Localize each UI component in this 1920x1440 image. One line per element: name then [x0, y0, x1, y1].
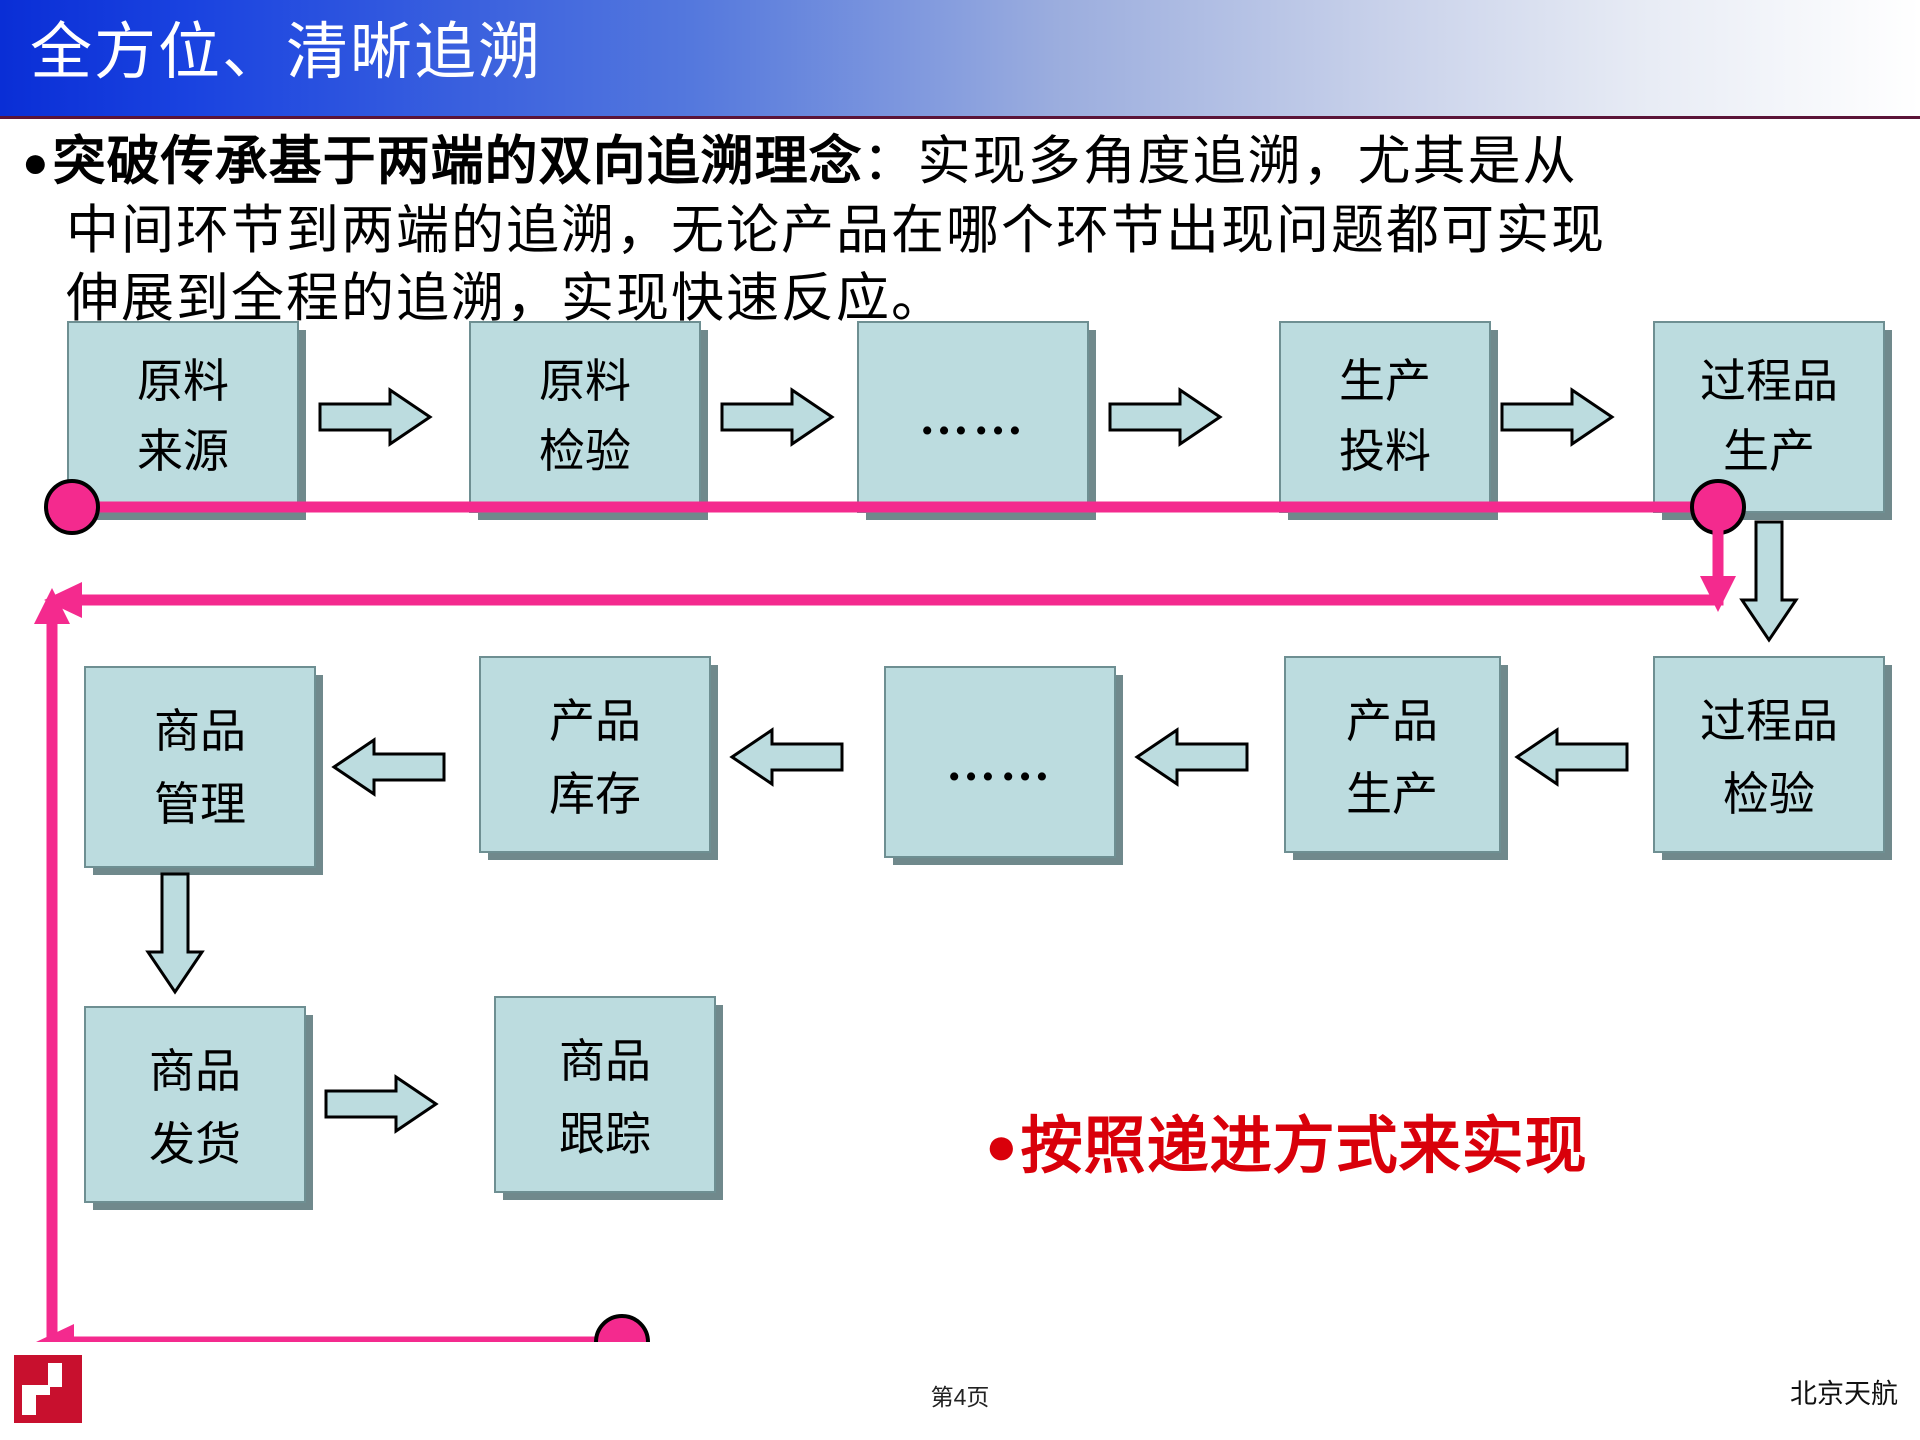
callout-note: ●按照递进方式来实现	[985, 1110, 1588, 1183]
flow-box-raw-material-inspection[interactable]: 原料 检验	[469, 321, 708, 520]
paragraph-line-3: 伸展到全程的追溯，实现快速反应。	[66, 270, 946, 328]
flow-arrow-left	[1515, 728, 1629, 786]
title-divider	[0, 116, 1920, 119]
flow-box-label: 产品	[549, 696, 641, 747]
flow-box-label: 过程品	[1700, 356, 1838, 407]
paragraph-line-1-strong: 突破传承基于两端的双向追溯理念	[52, 133, 863, 191]
trace-arrowhead-left	[44, 582, 82, 618]
bullet-icon: ●	[22, 138, 49, 187]
paragraph-line-2: 中间环节到两端的追溯，无论产品在哪个环节出现问题都可实现	[66, 202, 1606, 260]
flow-box-goods-management[interactable]: 商品 管理	[84, 666, 323, 875]
flow-box-wip-inspection[interactable]: 过程品 检验	[1653, 656, 1892, 860]
paragraph-line-1: ●突破传承基于两端的双向追溯理念：实现多角度追溯，尤其是从	[22, 128, 1912, 197]
page-number: 第4页	[930, 1384, 990, 1410]
flow-arrow-right	[318, 388, 432, 446]
flow-box-label: 过程品	[1700, 696, 1838, 747]
flow-box-label: 来源	[137, 426, 229, 477]
flow-box-label: ……	[919, 389, 1027, 445]
flow-box-ellipsis-1[interactable]: ……	[857, 321, 1096, 520]
flow-box-goods-shipment[interactable]: 商品 发货	[84, 1006, 313, 1210]
traceability-flow-diagram: 原料 来源 原料 检验 …… 生产 投料 过程品 生产 商品	[0, 312, 1920, 1370]
flow-box-label: 检验	[1723, 769, 1815, 820]
flow-box-label: 商品	[559, 1036, 651, 1087]
trace-node-start	[44, 479, 100, 535]
paragraph-line-1-rest: ：实现多角度追溯，尤其是从	[862, 133, 1578, 191]
flow-box-raw-material-source[interactable]: 原料 来源	[67, 321, 306, 520]
callout-bullet-icon: ●	[985, 1116, 1019, 1176]
page-title: 全方位、清晰追溯	[30, 18, 543, 87]
flow-box-label: 生产	[1723, 426, 1815, 477]
flow-arrow-left	[332, 738, 446, 796]
flow-box-label: 生产	[1346, 769, 1438, 820]
flow-arrow-down	[146, 872, 204, 994]
flow-box-label: 跟踪	[559, 1109, 651, 1160]
flow-box-label: 投料	[1339, 426, 1431, 477]
trace-arrowhead-down	[1700, 576, 1736, 612]
flow-box-label: 发货	[149, 1119, 241, 1170]
body-paragraph: ●突破传承基于两端的双向追溯理念：实现多角度追溯，尤其是从 中间环节到两端的追溯…	[22, 128, 1912, 333]
flow-box-label: 原料	[539, 356, 631, 407]
flow-box-wip-production[interactable]: 过程品 生产	[1653, 321, 1892, 520]
flow-arrow-right	[324, 1075, 438, 1133]
flow-arrow-right	[720, 388, 834, 446]
flow-box-product-inventory[interactable]: 产品 库存	[479, 656, 718, 860]
company-name: 北京天航	[1790, 1379, 1898, 1409]
trace-node-end	[594, 1314, 650, 1370]
flow-box-product-production[interactable]: 产品 生产	[1284, 656, 1508, 860]
flow-arrow-right	[1108, 388, 1222, 446]
flow-box-label: 商品	[154, 706, 246, 757]
slide-title-bar	[0, 0, 1920, 116]
flow-arrow-left	[730, 728, 844, 786]
flow-box-label: 生产	[1339, 356, 1431, 407]
flow-box-label: 管理	[154, 779, 246, 830]
flow-box-label: 产品	[1346, 696, 1438, 747]
flow-box-production-feeding[interactable]: 生产 投料	[1279, 321, 1498, 520]
flow-box-ellipsis-2[interactable]: ……	[884, 666, 1123, 865]
flow-box-label: 原料	[137, 356, 229, 407]
flow-box-goods-tracking[interactable]: 商品 跟踪	[494, 996, 723, 1200]
trace-line-return	[70, 507, 1724, 606]
flow-arrow-down	[1740, 520, 1798, 642]
trace-arrowhead-up	[34, 588, 70, 624]
callout-text: 按照递进方式来实现	[1020, 1113, 1588, 1181]
flow-box-label: ……	[946, 735, 1054, 791]
flow-box-label: 检验	[539, 426, 631, 477]
flow-arrow-right	[1500, 388, 1614, 446]
flow-arrow-left	[1135, 728, 1249, 786]
flow-box-label: 商品	[149, 1046, 241, 1097]
flow-box-label: 库存	[549, 769, 641, 820]
company-logo-icon	[14, 1355, 82, 1423]
